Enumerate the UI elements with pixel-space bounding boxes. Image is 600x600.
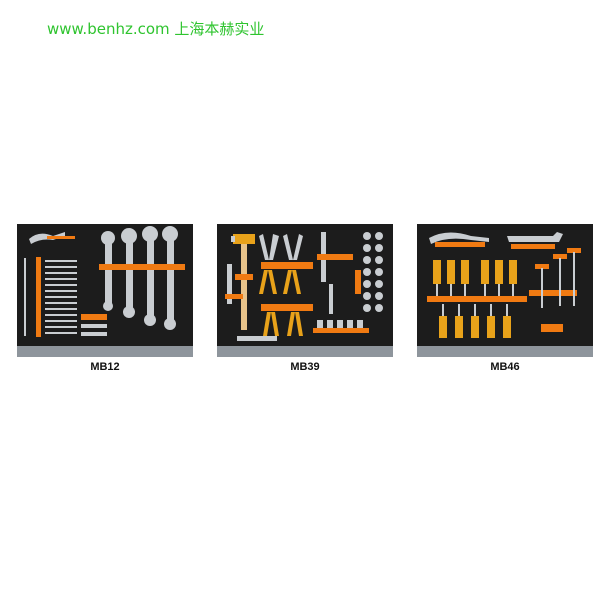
tray-mb12 (17, 224, 193, 359)
screwdriver-hexkey-tray-icon (417, 224, 593, 357)
tray-label-mb12: MB12 (90, 361, 120, 373)
pliers-hammer-socket-tray-icon (217, 224, 393, 357)
tray-label-mb46: MB46 (490, 361, 520, 373)
tray-mb39 (217, 224, 393, 359)
wrench-set-tray-icon (17, 224, 193, 357)
tray-label-mb39: MB39 (290, 361, 320, 373)
watermark-text: www.benhz.com 上海本赫实业 (47, 20, 265, 38)
tray-mb46 (417, 224, 593, 359)
